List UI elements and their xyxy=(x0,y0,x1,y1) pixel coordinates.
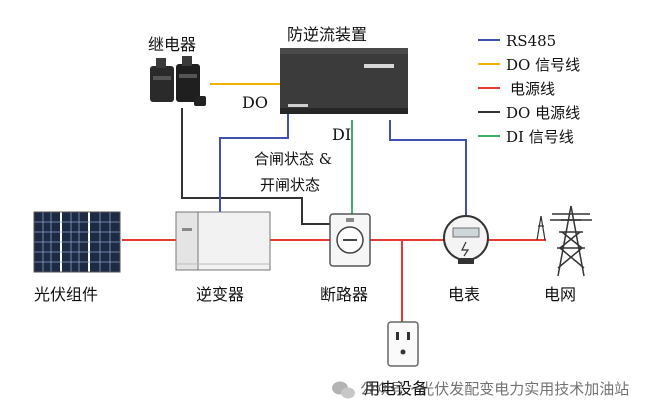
meter-label: 电表 xyxy=(448,285,480,304)
watermark-text: 公众号 · 光伏发配变电力实用技术加油站 xyxy=(360,380,629,398)
inverter-label: 逆变器 xyxy=(196,285,244,304)
legend-item-do-power: DO 电源线 xyxy=(478,104,580,122)
do-power-line xyxy=(181,108,330,225)
pv-label: 光伏组件 xyxy=(34,285,98,304)
legend-item-di-signal: DI 信号线 xyxy=(478,128,574,146)
legend-item-rs485: RS485 xyxy=(478,32,556,50)
rs485-line-meter xyxy=(389,120,467,216)
grid-tower-icon xyxy=(536,205,592,277)
meter-icon xyxy=(443,215,489,264)
legend-label: DO 信号线 xyxy=(506,56,580,74)
di-line-label: DI xyxy=(332,125,351,144)
relay-label: 继电器 xyxy=(148,35,196,54)
do-line-label: DO xyxy=(242,93,268,112)
load-label: 用电设备 xyxy=(364,379,428,398)
watermark: 公众号 · 光伏发配变电力实用技术加油站 xyxy=(332,380,629,399)
anti-backflow-device-label: 防逆流装置 xyxy=(287,25,367,44)
breaker-status-label-2: 开闸状态 xyxy=(260,176,320,194)
breaker-icon xyxy=(329,213,371,267)
relay-icon xyxy=(150,56,206,106)
wechat-icon xyxy=(332,381,355,399)
breaker-status-label-1: 合闸状态 & xyxy=(254,150,332,168)
legend: RS485 DO 信号线 电源线 DO 电源线 DI 信号线 xyxy=(478,32,580,146)
inverter-icon xyxy=(175,211,271,271)
rs485-line-inverter xyxy=(219,114,289,212)
legend-item-power: 电源线 xyxy=(478,80,555,98)
pv-panel-icon xyxy=(33,211,121,273)
legend-label: 电源线 xyxy=(510,80,555,98)
anti-backflow-device-icon xyxy=(280,48,408,114)
legend-label: DO 电源线 xyxy=(506,104,580,122)
breaker-label: 断路器 xyxy=(320,285,368,304)
grid-label: 电网 xyxy=(544,285,576,304)
legend-item-do-signal: DO 信号线 xyxy=(478,56,580,74)
wires xyxy=(122,83,546,322)
legend-label: DI 信号线 xyxy=(506,128,574,146)
outlet-icon xyxy=(387,321,419,367)
legend-label: RS485 xyxy=(506,32,556,50)
